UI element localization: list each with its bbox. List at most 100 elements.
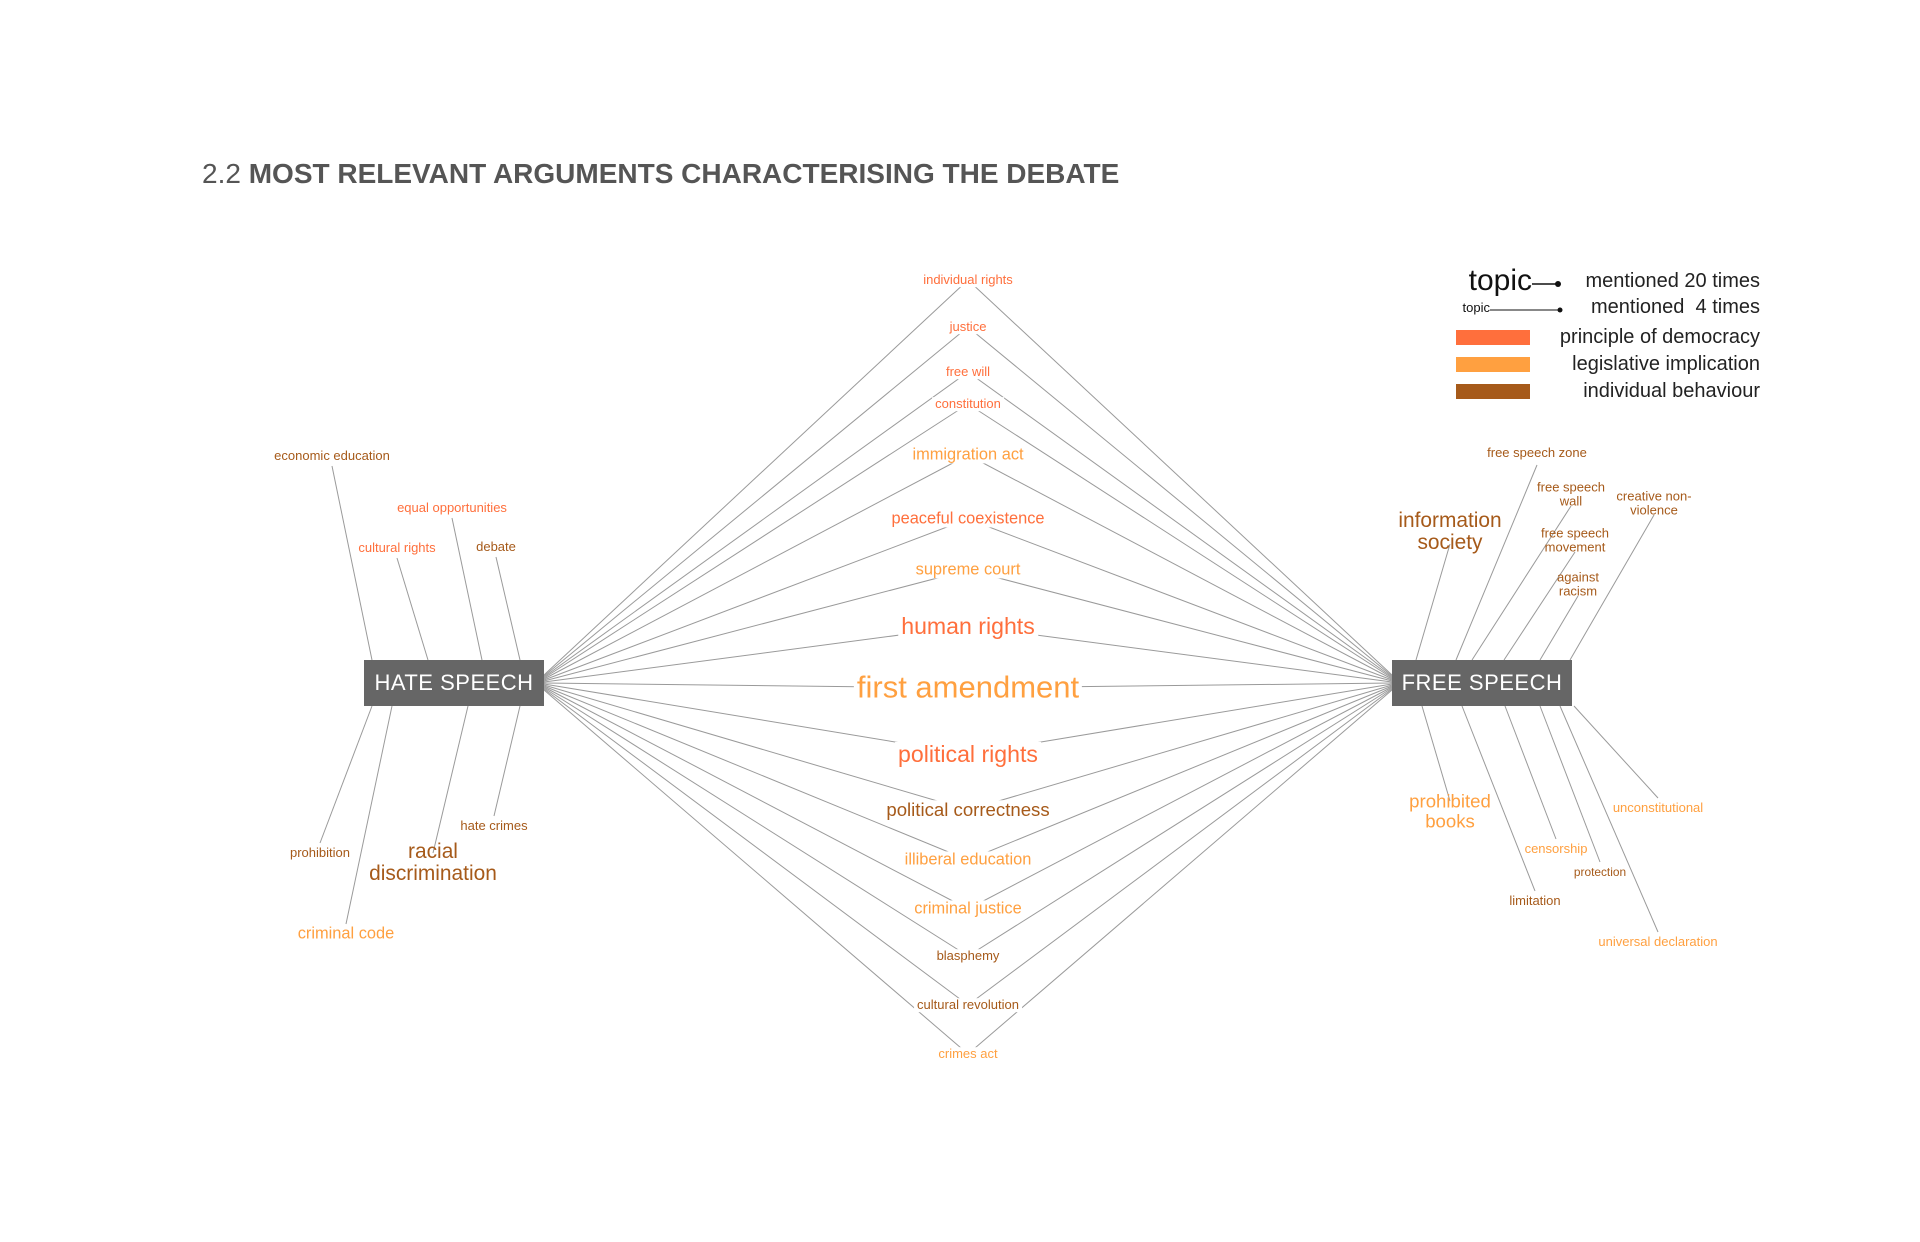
- connector-free-individual-rights: [967, 279, 1393, 676]
- shared-topic-illiberal-education: illiberal education: [901, 851, 1035, 869]
- connector-hate-political-correctness: [543, 684, 969, 811]
- connector-hate-blasphemy: [543, 687, 969, 957]
- connector-free-constitution: [967, 403, 1393, 679]
- free-topic-information-society: information society: [1398, 509, 1502, 554]
- legend-big-connector: [1532, 281, 1561, 287]
- hate-topic-hate-crimes: hate crimes: [460, 818, 528, 834]
- legend-swatch-principle: [1456, 330, 1530, 345]
- hate-topic-economic-education: economic education: [274, 448, 390, 464]
- connector-hate-branch-equal-opportunities: [451, 517, 483, 661]
- connector-free-branch-against-racism: [1539, 595, 1579, 661]
- hate-topic-prohibition: prohibition: [290, 845, 350, 861]
- connector-free-branch-unconstitutional: [1573, 705, 1659, 799]
- shared-topic-peaceful-coexistence: peaceful coexistence: [888, 510, 1048, 528]
- legend-small-word: topic: [1462, 300, 1490, 315]
- shared-topic-justice: justice: [946, 320, 990, 334]
- title-number: 2.2: [202, 158, 241, 189]
- connector-free-branch-censorship: [1504, 705, 1557, 840]
- connector-free-branch-free-speech-zone: [1455, 464, 1538, 661]
- free-topic-unconstitutional: unconstitutional: [1612, 800, 1704, 816]
- shared-topic-political-rights: political rights: [895, 742, 1041, 766]
- shared-topic-blasphemy: blasphemy: [933, 949, 1003, 963]
- free-topic-creative-non-violence: creative non-violence: [1616, 488, 1692, 517]
- connector-hate-individual-rights: [543, 279, 969, 676]
- shared-topic-criminal-justice: criminal justice: [911, 900, 1025, 918]
- connector-hate-criminal-justice: [543, 686, 969, 910]
- shared-topic-supreme-court: supreme court: [912, 561, 1024, 579]
- connector-free-branch-protection: [1539, 705, 1601, 863]
- connector-free-branch-prohibited-books: [1421, 705, 1451, 802]
- connector-free-branch-creative-non-violence: [1569, 514, 1655, 661]
- shared-topic-first-amendment: first amendment: [853, 671, 1083, 705]
- connector-hate-immigration-act: [543, 454, 969, 680]
- connector-free-free-will: [967, 371, 1393, 678]
- legend: topic mentioned 20 times topic mentioned…: [1440, 264, 1760, 408]
- hate-speech-node: HATE SPEECH: [364, 660, 544, 706]
- connector-hate-constitution: [543, 403, 969, 679]
- free-topic-against-racism: against racism: [1557, 569, 1599, 598]
- connector-free-branch-information-society: [1415, 543, 1451, 661]
- legend-swatch-individual: [1456, 384, 1530, 399]
- hate-topic-cultural-rights: cultural rights: [358, 540, 436, 556]
- connector-hate-human-rights: [543, 625, 969, 683]
- free-topic-prohibited-books: prohibited books: [1409, 790, 1491, 831]
- shared-topic-crimes-act: crimes act: [935, 1047, 1001, 1061]
- hate-topic-equal-opportunities: equal opportunities: [397, 500, 507, 516]
- connector-free-supreme-court: [967, 569, 1393, 682]
- connector-free-blasphemy: [967, 687, 1393, 957]
- legend-small-label: mentioned 4 times: [1591, 296, 1760, 318]
- connector-free-crimes-act: [967, 689, 1393, 1055]
- connector-hate-branch-cultural-rights: [396, 557, 429, 661]
- legend-label-legislative: legislative implication: [1572, 353, 1760, 375]
- shared-topic-free-will: free will: [942, 365, 994, 379]
- connector-hate-branch-prohibition: [319, 705, 373, 844]
- connector-hate-branch-racial-discrimination: [432, 705, 469, 854]
- legend-label-principle: principle of democracy: [1559, 326, 1760, 348]
- shared-topic-cultural-revolution: cultural revolution: [914, 998, 1022, 1012]
- connector-free-illiberal-education: [967, 685, 1393, 861]
- connector-hate-branch-hate-crimes: [493, 705, 521, 817]
- free-topic-universal-declaration: universal declaration: [1598, 934, 1718, 950]
- hate-topic-criminal-code: criminal code: [297, 924, 395, 943]
- connector-hate-branch-economic-education: [331, 465, 373, 661]
- connector-hate-peaceful-coexistence: [543, 518, 969, 681]
- hate-topic-racial-discrimination: racial discrimination: [369, 840, 497, 885]
- connector-hate-supreme-court: [543, 569, 969, 682]
- connector-hate-branch-debate: [495, 556, 521, 661]
- legend-small-connector: [1490, 307, 1563, 313]
- connector-free-branch-universal-declaration: [1559, 705, 1659, 933]
- page-title: 2.2 MOST RELEVANT ARGUMENTS CHARACTERISI…: [202, 158, 1119, 190]
- shared-topic-human-rights: human rights: [898, 614, 1038, 638]
- shared-topic-immigration-act: immigration act: [909, 446, 1027, 464]
- free-speech-node: FREE SPEECH: [1392, 660, 1572, 706]
- connector-free-immigration-act: [967, 454, 1393, 680]
- connector-hate-crimes-act: [543, 689, 969, 1055]
- connector-free-branch-free-speech-wall: [1471, 505, 1572, 661]
- connector-hate-free-will: [543, 371, 969, 678]
- legend-swatch-legislative: [1456, 357, 1530, 372]
- connector-free-human-rights: [967, 625, 1393, 683]
- connector-free-political-correctness: [967, 684, 1393, 811]
- free-topic-censorship: censorship: [1524, 841, 1588, 857]
- legend-big-word: topic: [1468, 264, 1532, 297]
- title-text: MOST RELEVANT ARGUMENTS CHARACTERISING T…: [248, 158, 1120, 189]
- free-topic-protection: protection: [1573, 864, 1627, 879]
- connector-free-criminal-justice: [967, 686, 1393, 910]
- shared-topic-political-correctness: political correctness: [883, 800, 1053, 820]
- free-topic-free-speech-zone: free speech zone: [1487, 445, 1587, 461]
- connector-hate-cultural-revolution: [543, 688, 969, 1006]
- connector-free-peaceful-coexistence: [967, 518, 1393, 681]
- connector-free-branch-free-speech-movement: [1503, 551, 1576, 661]
- free-topic-free-speech-wall: free speech wall: [1537, 479, 1605, 508]
- connector-free-justice: [967, 326, 1393, 677]
- shared-topic-constitution: constitution: [932, 397, 1004, 411]
- legend-big-label: mentioned 20 times: [1585, 270, 1760, 292]
- free-topic-limitation: limitation: [1509, 893, 1561, 909]
- free-topic-free-speech-movement: free speech movement: [1541, 525, 1609, 554]
- hate-topic-debate: debate: [476, 539, 516, 555]
- connector-hate-branch-criminal-code: [345, 705, 393, 925]
- connector-free-branch-limitation: [1461, 705, 1536, 892]
- shared-topic-individual-rights: individual rights: [920, 273, 1016, 287]
